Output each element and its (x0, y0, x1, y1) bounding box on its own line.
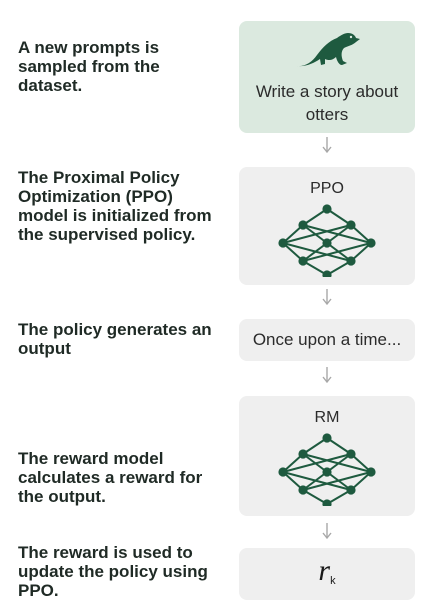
arrow-down-icon (322, 367, 332, 383)
arrow-down-icon (322, 137, 332, 153)
step-4-text: The reward model calculates a reward for… (18, 449, 203, 506)
rm-label: RM (314, 409, 340, 426)
ppo-box: PPO (239, 167, 415, 285)
arrow-down-icon (322, 523, 332, 539)
step-3-text: The policy generates an output (18, 320, 212, 358)
reward-subscript: k (330, 575, 336, 588)
prompt-text: Write a story about otters (255, 82, 399, 124)
rm-box: RM (239, 396, 415, 516)
neural-network-icon (239, 432, 415, 506)
reward-box: rk (239, 548, 415, 600)
prompt-box: Write a story about otters (239, 21, 415, 133)
ppo-label: PPO (310, 180, 344, 197)
output-text: Once upon a time... (252, 330, 402, 349)
step-5-text: The reward is used to update the policy … (18, 543, 208, 600)
neural-network-icon (239, 203, 415, 277)
reward-symbol: r (318, 554, 331, 587)
arrow-down-icon (322, 289, 332, 305)
step-1-text: A new prompts is sampled from the datase… (18, 38, 160, 95)
reward-formula: rk (239, 554, 415, 588)
output-box: Once upon a time... (239, 319, 415, 361)
step-2-text: The Proximal Policy Optimization (PPO) m… (18, 168, 212, 244)
otter-icon (295, 30, 361, 73)
